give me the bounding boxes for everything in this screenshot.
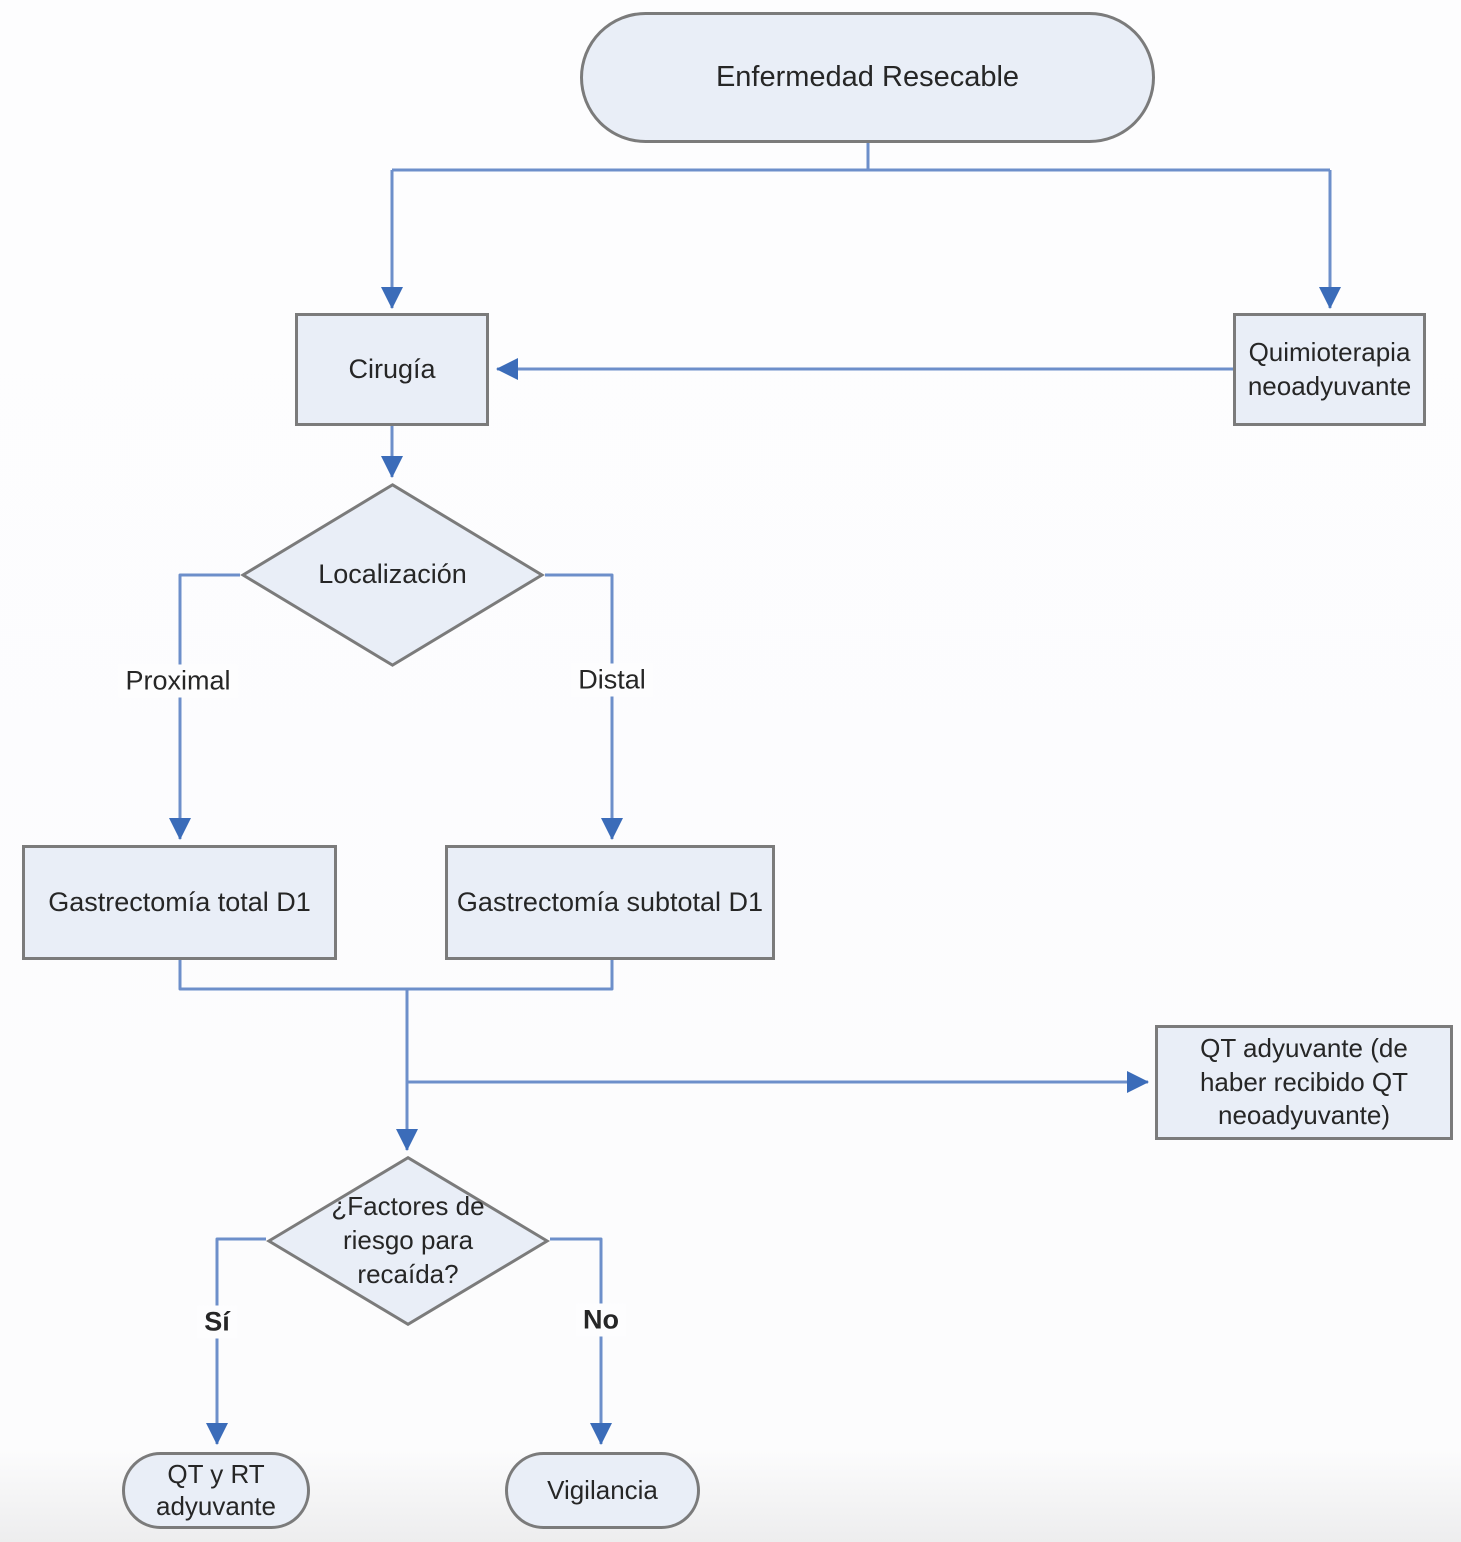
edge-label-no: No bbox=[576, 1303, 626, 1337]
diamond-shape bbox=[266, 1156, 550, 1326]
node-vigilancia-label: Vigilancia bbox=[547, 1474, 658, 1505]
node-quimioterapia-neoadyuvante-label: Quimioterapia neoadyuvante bbox=[1247, 336, 1412, 401]
node-enfermedad-resecable-label: Enfermedad Resecable bbox=[715, 60, 1020, 93]
connector-merge bbox=[178, 960, 614, 991]
node-quimioterapia-neoadyuvante: Quimioterapia neoadyuvante bbox=[1233, 313, 1426, 426]
edge-label-proximal: Proximal bbox=[118, 664, 238, 698]
node-qt-rt-adyuvante: QT y RT adyuvante bbox=[122, 1452, 310, 1529]
edge-label-si: Sí bbox=[197, 1305, 237, 1339]
node-localizacion-label: Localización bbox=[318, 559, 467, 590]
node-qt-adyuvante: QT adyuvante (de haber recibido QT neoad… bbox=[1155, 1025, 1453, 1140]
node-factores-riesgo: ¿Factores de riesgo para recaída? bbox=[266, 1156, 550, 1326]
node-qt-rt-adyuvante-label: QT y RT adyuvante bbox=[156, 1459, 276, 1521]
node-gastrectomia-total-label: Gastrectomía total D1 bbox=[48, 886, 311, 917]
connector-proximal bbox=[169, 573, 240, 840]
node-qt-adyuvante-label: QT adyuvante (de haber recibido QT neoad… bbox=[1199, 1032, 1409, 1131]
node-enfermedad-resecable: Enfermedad Resecable bbox=[580, 12, 1155, 143]
node-factores-riesgo-label: ¿Factores de riesgo para recaída? bbox=[331, 1191, 485, 1289]
connector-no bbox=[550, 1237, 612, 1445]
node-gastrectomia-total: Gastrectomía total D1 bbox=[22, 845, 337, 960]
connector-distal bbox=[545, 573, 623, 840]
node-cirugia-label: Cirugía bbox=[348, 353, 436, 384]
node-gastrectomia-subtotal: Gastrectomía subtotal D1 bbox=[445, 845, 775, 960]
node-vigilancia: Vigilancia bbox=[505, 1452, 700, 1529]
node-gastrectomia-subtotal-label: Gastrectomía subtotal D1 bbox=[456, 886, 764, 917]
node-cirugia: Cirugía bbox=[295, 313, 489, 426]
diamond-shape bbox=[240, 483, 545, 667]
connector-si bbox=[206, 1237, 266, 1445]
node-localizacion: Localización bbox=[240, 483, 545, 667]
edge-label-distal: Distal bbox=[571, 663, 653, 697]
